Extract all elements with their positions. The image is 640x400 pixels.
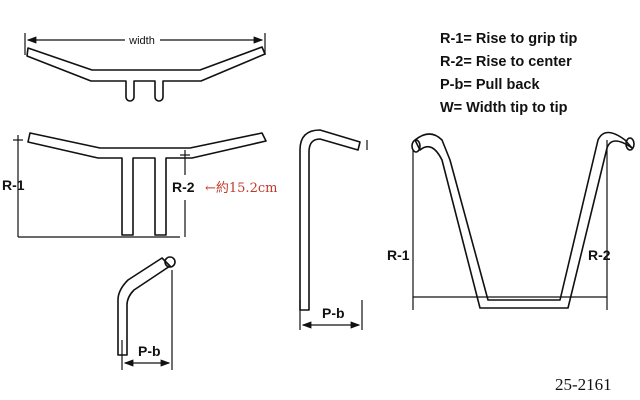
legend: R-1= Rise to grip tip R-2= Rise to cente…	[440, 31, 578, 116]
pb-label: P-b	[322, 305, 345, 321]
ape-r1-label: R-1	[387, 247, 410, 263]
part-number: 25-2161	[555, 375, 612, 394]
legend-item: P-b= Pull back	[440, 77, 540, 93]
side-view: P-b	[299, 129, 368, 330]
legend-item: R-1= Rise to grip tip	[440, 31, 578, 47]
pb-label-small: P-b	[138, 343, 161, 359]
legend-item: R-2= Rise to center	[440, 54, 572, 70]
r2-label: R-2	[172, 179, 195, 195]
ape-hanger-view: R-1 R-2	[387, 131, 635, 310]
small-side-view: P-b	[117, 256, 176, 370]
top-view: width	[24, 33, 266, 102]
ape-r2-label: R-2	[588, 247, 611, 263]
width-label: width	[128, 35, 155, 47]
r2-measurement-note: ←約15.2cm	[205, 181, 277, 196]
legend-item: W= Width tip to tip	[440, 100, 568, 116]
r1-label: R-1	[2, 177, 25, 193]
front-view: R-1 R-2 ←約15.2cm	[2, 132, 277, 238]
